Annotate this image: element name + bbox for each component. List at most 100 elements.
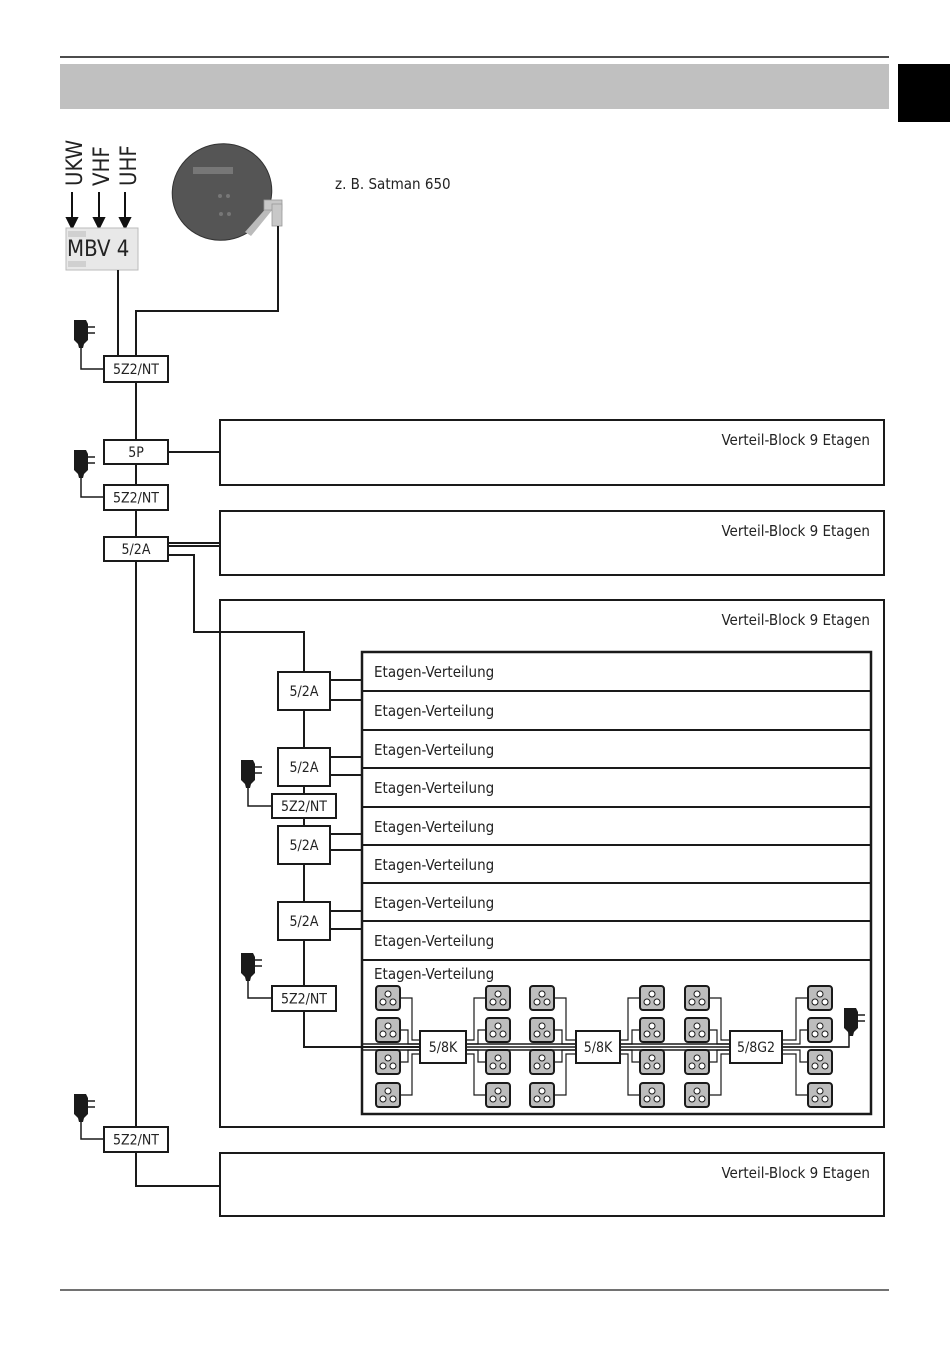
inner-splitters: 5/2A 5/2A 5Z2/NT 5/2A 5/2A 5Z2/NT: [271, 671, 337, 1012]
trunk-split-1-label: 5/2A: [122, 542, 151, 558]
verteil-block-title: Verteil-Block 9 Etagen: [721, 431, 870, 449]
floor-switch-frame: [575, 1030, 621, 1064]
inner-splitter: 5/2A: [277, 825, 331, 865]
floor-switch: 5/8G2: [729, 1030, 783, 1064]
trunk-split-1-frame: [103, 536, 169, 562]
floor-label: Etagen-Verteilung: [374, 894, 494, 912]
floor-label: Etagen-Verteilung: [374, 741, 494, 759]
antenna-outlet-icon: [684, 985, 710, 1011]
floor-switch: 5/8K: [419, 1030, 467, 1064]
trunk-amp-bottom-frame: [103, 1126, 169, 1153]
inner-splitter-label: 5/2A: [290, 684, 319, 700]
trunk-amp-bottom-label: 5Z2/NT: [113, 1133, 159, 1149]
trunk-amp-2-frame: [103, 484, 169, 511]
trunk-components: 5Z2/NT 5P 5Z2/NT 5/2A 5Z2/NT: [103, 355, 169, 1153]
power-plug-icon: [844, 1008, 865, 1036]
verteil-block-title: Verteil-Block 9 Etagen: [721, 611, 870, 629]
floor-label: Etagen-Verteilung: [374, 856, 494, 874]
trunk-tap-5p-frame: [103, 439, 169, 465]
inner-splitter: 5/2A: [277, 671, 331, 711]
trunk-amp-top-label: 5Z2/NT: [113, 362, 159, 378]
inner-splitter-label: 5/2A: [290, 914, 319, 930]
inner-splitter-frame: [271, 985, 337, 1012]
arrow-head-vhf: [92, 217, 106, 231]
power-plug-icon: [74, 450, 95, 478]
satellite-dish-icon: [171, 143, 283, 241]
floor-distributions: Etagen-VerteilungEtagen-VerteilungEtagen…: [330, 650, 873, 1116]
trunk-amp-2-label: 5Z2/NT: [113, 491, 159, 507]
floor-switch-frame: [419, 1030, 467, 1064]
trunk-split-1: 5/2A: [103, 536, 169, 562]
power-plug-icon: [241, 953, 262, 981]
antenna-outlet-icon: [807, 1049, 833, 1075]
verteil-block-frame: [219, 419, 885, 486]
input-label-vhf: VHF: [90, 146, 115, 186]
verteil-block-title: Verteil-Block 9 Etagen: [721, 522, 870, 540]
trunk-tap-5p: 5P: [103, 439, 169, 465]
floor-label: Etagen-Verteilung: [374, 779, 494, 797]
antenna-outlet-icon: [375, 985, 401, 1011]
antenna-outlet-icon: [807, 985, 833, 1011]
antenna-outlet-icon: [807, 1017, 833, 1043]
inner-splitter: 5/2A: [277, 747, 331, 787]
antenna-outlet-icon: [639, 1082, 665, 1108]
antenna-outlet-icon: [485, 1082, 511, 1108]
floor-switch: 5/8K: [575, 1030, 621, 1064]
antenna-outlet-icon: [639, 985, 665, 1011]
mbv4-vent-top: [68, 231, 86, 237]
arrow-head-ukw: [65, 217, 79, 231]
inner-splitter-label: 5/2A: [290, 760, 319, 776]
floor-connectors: [330, 679, 362, 930]
inner-splitter-frame: [277, 671, 331, 711]
inner-splitter: 5Z2/NT: [271, 793, 337, 819]
antenna-outlet-icon: [375, 1049, 401, 1075]
floor-switch-frame: [729, 1030, 783, 1064]
antenna-outlet-icon: [639, 1049, 665, 1075]
header-band: [60, 64, 889, 109]
trunk-amp-top-frame: [103, 355, 169, 383]
verteil-block: Verteil-Block 9 Etagen: [219, 419, 885, 486]
inner-splitter-frame: [277, 901, 331, 941]
floor-switch-label: 5/8K: [584, 1040, 613, 1056]
trunk-tap-5p-label: 5P: [128, 445, 144, 461]
verteil-block: Verteil-Block 9 Etagen: [219, 599, 885, 1128]
power-plug-icon: [241, 760, 262, 788]
antenna-outlet-icon: [807, 1082, 833, 1108]
floor-label: Etagen-Verteilung: [374, 965, 494, 983]
side-tab: [898, 64, 950, 122]
trunk-amp-2: 5Z2/NT: [103, 484, 169, 511]
antenna-outlet-icon: [684, 1049, 710, 1075]
floor-label: Etagen-Verteilung: [374, 663, 494, 681]
arrow-head-uhf: [118, 217, 132, 231]
inner-splitter-frame: [271, 793, 337, 819]
inner-splitter-label: 5Z2/NT: [281, 992, 327, 1008]
antenna-outlet-icon: [529, 1049, 555, 1075]
trunk-wiring: [117, 226, 420, 1187]
inner-splitter-label: 5Z2/NT: [281, 799, 327, 815]
floor-label: Etagen-Verteilung: [374, 932, 494, 950]
antenna-outlet-icon: [639, 1017, 665, 1043]
power-plug-icon: [74, 1094, 95, 1122]
floor-detail: 5/8K 5/8K 5/8G2: [362, 985, 849, 1108]
antenna-outlet-icon: [485, 1049, 511, 1075]
inner-splitter-frame: [277, 825, 331, 865]
verteil-block-frame: [219, 1152, 885, 1217]
floor-label: Etagen-Verteilung: [374, 818, 494, 836]
inner-splitter-frame: [277, 747, 331, 787]
antenna-outlet-icon: [485, 1017, 511, 1043]
antenna-outlet-icon: [529, 1082, 555, 1108]
mbv4-amplifier: MBV 4: [65, 227, 139, 271]
power-adapters: [74, 320, 865, 1122]
verteil-block-frame: [219, 599, 885, 1128]
antenna-outlet-icon: [375, 1082, 401, 1108]
trunk-amp-top: 5Z2/NT: [103, 355, 169, 383]
floor-switch-label: 5/8G2: [737, 1040, 775, 1056]
mbv4-vent-bottom: [68, 261, 86, 267]
inner-splitter: 5/2A: [277, 901, 331, 941]
floor-label: Etagen-Verteilung: [374, 702, 494, 720]
antenna-outlet-icon: [485, 985, 511, 1011]
input-label-uhf: UHF: [117, 145, 142, 186]
dish-caption: z. B. Satman 650: [335, 175, 451, 193]
floor-switch-label: 5/8K: [429, 1040, 458, 1056]
